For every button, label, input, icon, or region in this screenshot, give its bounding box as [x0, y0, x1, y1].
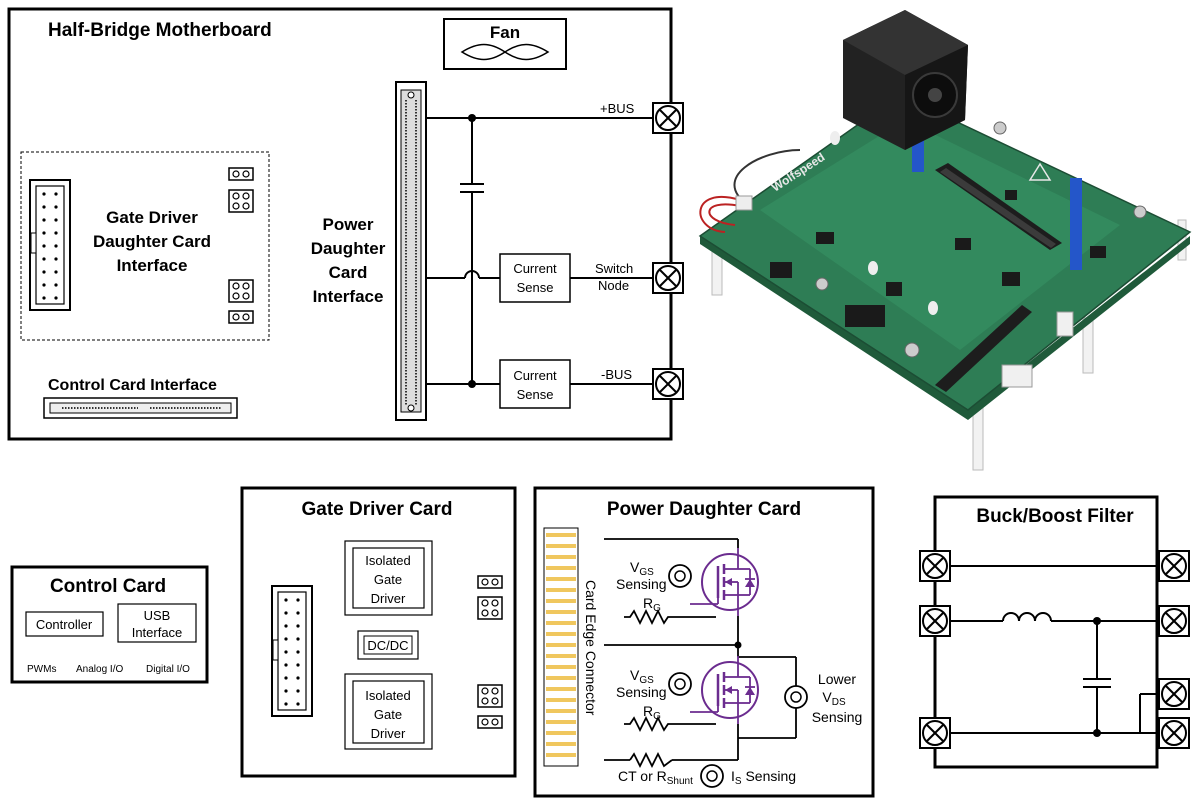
gate-driver-card-block: Gate Driver Card Isolated Gate Driver DC… [240, 486, 517, 778]
controller-label: Controller [36, 617, 93, 632]
switch-node-line1: Switch [595, 261, 633, 276]
edge-connector-label: Card Edge Connector [583, 580, 599, 716]
vgs-bottom-sensing: Sensing [616, 684, 667, 700]
rg-top-label: RG [643, 595, 661, 614]
fan-block: Fan [443, 18, 567, 70]
pad-quad [228, 279, 254, 303]
terminal-switch-node [652, 262, 684, 294]
current-sense-bottom-line2: Sense [517, 387, 554, 402]
digital-label: Digital I/O [146, 664, 190, 675]
vgs-top-connector-icon [668, 564, 692, 588]
filter-terminal-right-2 [1158, 605, 1190, 637]
vgs-top-label: VGS [630, 559, 654, 578]
igd-top-line2: Gate [374, 572, 402, 587]
filter-terminal-right-1 [1158, 550, 1190, 582]
vgs-bottom-label: VGS [630, 667, 654, 686]
current-sense-bottom-line1: Current [513, 368, 557, 383]
control-card-block: Control Card Controller USB Interface PW… [10, 565, 209, 684]
power-interface-line3: Card [329, 263, 368, 282]
igd-top-line3: Driver [371, 591, 406, 606]
minus-bus-label: -BUS [601, 367, 632, 382]
gd-interface-line3: Interface [117, 256, 188, 275]
gd-interface-line1: Gate Driver [106, 208, 198, 227]
pad-small [228, 310, 254, 324]
gd-interface-line2: Daughter Card [93, 232, 211, 251]
fan-icon [460, 43, 550, 61]
control-card-interface: Control Card Interface [43, 377, 238, 419]
filter-terminal-right-4 [1158, 717, 1190, 749]
filter-terminal-left-1 [919, 550, 951, 582]
gate-driver-interface: Gate Driver Daughter Card Interface [20, 151, 270, 341]
is-sensing-label: IS Sensing [731, 768, 796, 787]
igd-top-line1: Isolated [365, 553, 411, 568]
igd-bottom-line3: Driver [371, 726, 406, 741]
control-card-title: Control Card [50, 576, 166, 597]
vds-sensing-label: Sensing [812, 709, 863, 725]
plus-bus-label: +BUS [600, 101, 635, 116]
switch-node-line2: Node [598, 278, 629, 293]
motherboard-block: Half-Bridge Motherboard Fan [7, 7, 684, 441]
analog-label: Analog I/O [76, 664, 123, 675]
power-daughter-card-block: Power Daughter Card Card Edge Connector [533, 486, 875, 798]
current-sense-top-line2: Sense [517, 280, 554, 295]
buck-boost-title: Buck/Boost Filter [976, 506, 1134, 527]
vds-connector-icon [784, 685, 808, 709]
pad-small [477, 575, 503, 589]
vds-label: VDS [822, 689, 846, 708]
igd-bottom-line2: Gate [374, 707, 402, 722]
motherboard-wiring [426, 117, 652, 385]
usb-line1: USB [144, 608, 171, 623]
terminal-minus-bus [652, 368, 684, 400]
motherboard-title: Half-Bridge Motherboard [48, 20, 272, 41]
pad-quad [228, 189, 254, 213]
terminal-plus-bus [652, 102, 684, 134]
usb-line2: Interface [132, 625, 183, 640]
vgs-top-sensing: Sensing [616, 576, 667, 592]
power-interface-line1: Power [322, 215, 373, 234]
pad-quad [477, 684, 503, 708]
power-card-title: Power Daughter Card [607, 499, 801, 520]
header-pins [42, 192, 58, 300]
buck-boost-filter-block: Buck/Boost Filter [919, 495, 1190, 769]
filter-terminal-left-2 [919, 605, 951, 637]
board-photo: Wolfspeed [698, 10, 1192, 471]
pwms-label: PWMs [27, 664, 56, 675]
rg-bottom-label: RG [643, 703, 661, 722]
igd-bottom-line1: Isolated [365, 688, 411, 703]
dcdc-label: DC/DC [367, 638, 408, 653]
current-sense-bottom: Current Sense [499, 359, 571, 409]
control-card-interface-label: Control Card Interface [48, 377, 217, 394]
current-sense-top-line1: Current [513, 261, 557, 276]
fan-label: Fan [490, 23, 520, 42]
lower-label: Lower [818, 671, 856, 687]
gate-driver-card-title: Gate Driver Card [301, 499, 452, 520]
vgs-bottom-connector-icon [668, 672, 692, 696]
power-card-wiring [604, 538, 797, 769]
current-sense-top: Current Sense [499, 253, 571, 303]
pad-quad [477, 596, 503, 620]
power-interface-line4: Interface [313, 287, 384, 306]
power-interface-line2: Daughter [311, 239, 386, 258]
pad-small [477, 715, 503, 729]
filter-terminal-left-3 [919, 717, 951, 749]
power-card-interface: Power Daughter Card Interface [311, 81, 427, 421]
ct-rshunt-label: CT or RShunt [618, 768, 693, 787]
pad-small [228, 167, 254, 181]
filter-terminal-right-3 [1158, 678, 1190, 710]
is-connector-icon [700, 764, 724, 788]
